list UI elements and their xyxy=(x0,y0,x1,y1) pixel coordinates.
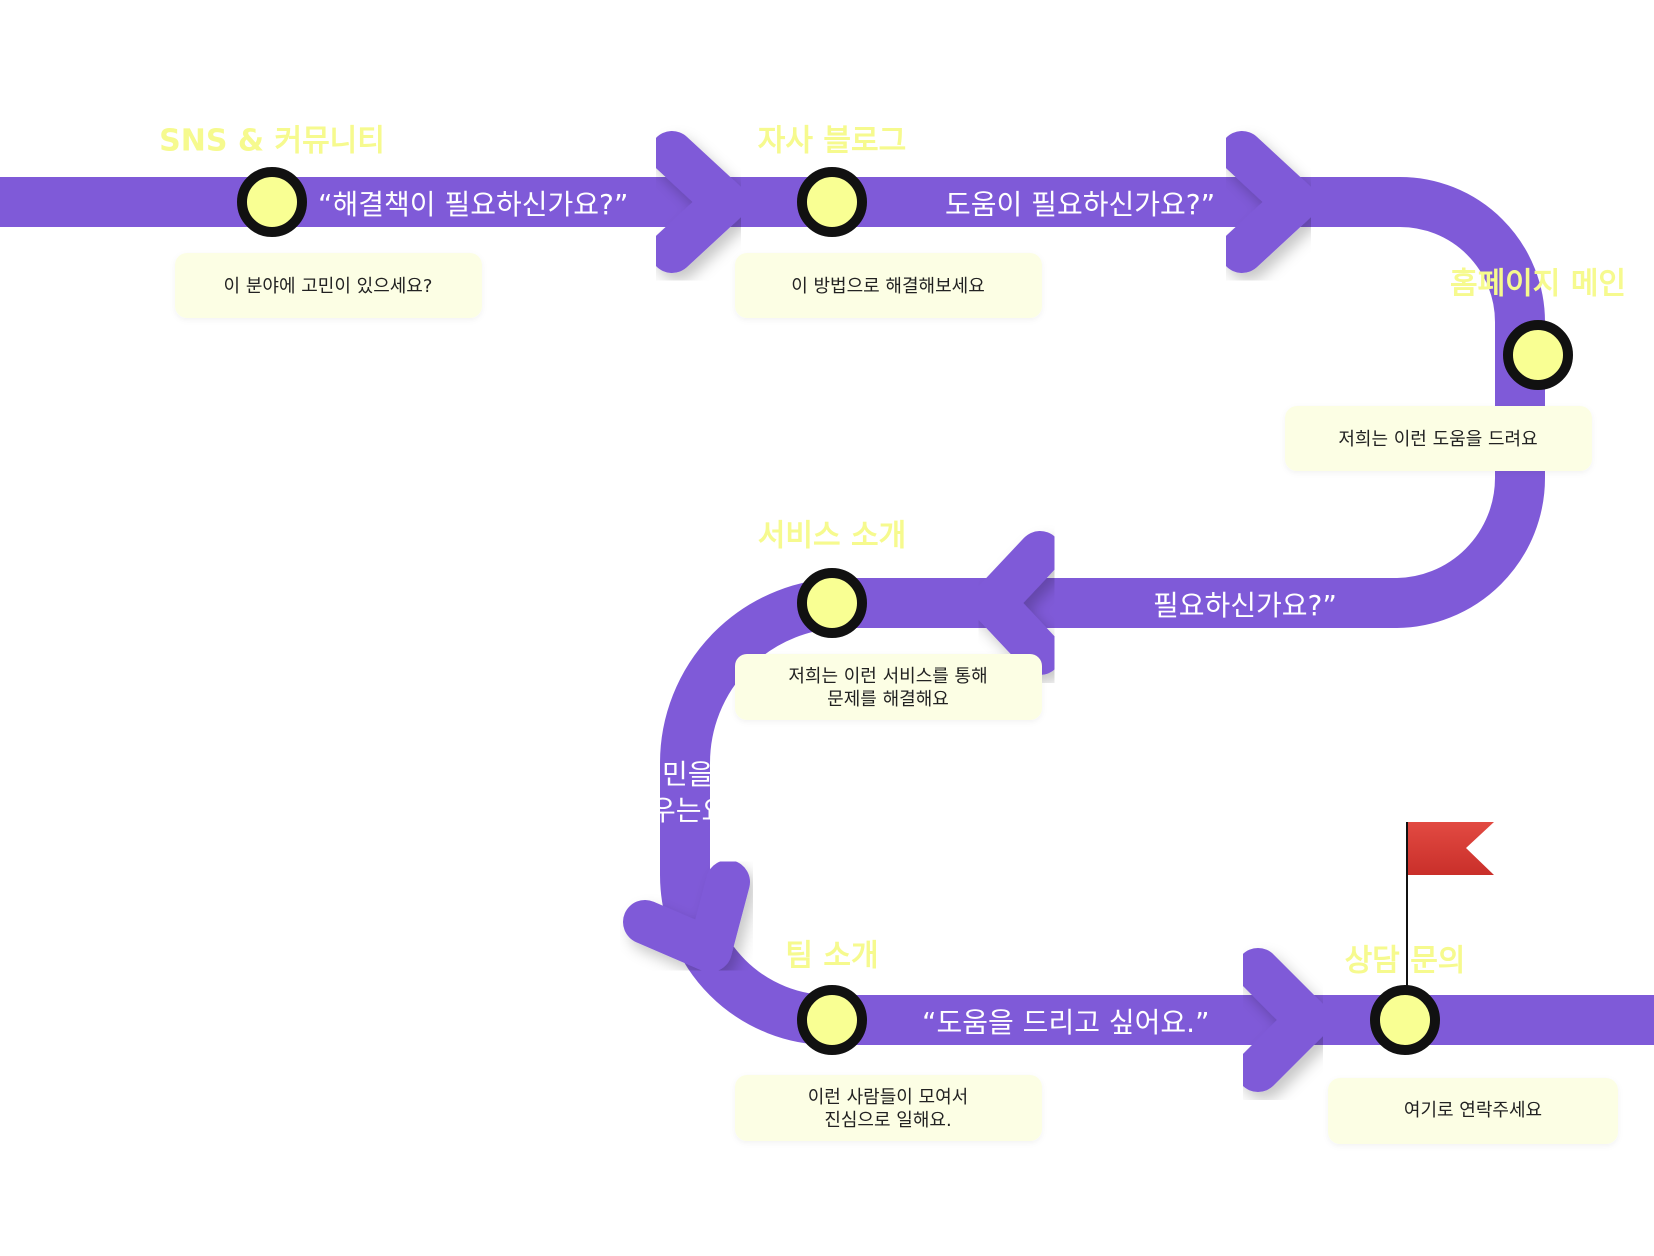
chevron-down-icon xyxy=(623,860,750,972)
caption-box xyxy=(1328,1078,1618,1144)
chevron-right-icon xyxy=(1220,131,1317,273)
chevron-right-icon xyxy=(650,131,747,273)
track-quote: 도움이 필요하신가요?” xyxy=(945,188,1215,221)
caption-line: 이런 사람들이 모여서 xyxy=(808,1087,968,1108)
caption-line: 여기로 연락주세요 xyxy=(1404,1100,1542,1121)
station-title: SNS & 커뮤니티 xyxy=(159,124,385,159)
caption-line: 진심으로 일해요. xyxy=(824,1110,951,1131)
track-quote: 필요하신가요?” xyxy=(1153,589,1337,622)
caption-box xyxy=(735,253,1042,318)
station-title: 상담 문의 xyxy=(1345,944,1466,979)
caption-line: 저희는 이런 서비스를 통해 xyxy=(788,666,987,687)
caption-line: 이 분야에 고민이 있으세요? xyxy=(224,276,433,297)
station-title: 자사 블로그 xyxy=(758,124,906,159)
station-title: 팀 소개 xyxy=(785,939,878,974)
caption-line: 문제를 해결해요 xyxy=(827,689,949,710)
caption-line: 저희는 이런 도움을 드려요 xyxy=(1338,429,1537,450)
track-quote: 우는요 xyxy=(650,794,727,827)
flag-icon xyxy=(1406,822,1494,990)
station-marker xyxy=(797,985,867,1055)
caption-box xyxy=(735,1075,1042,1141)
station-title: 서비스 소개 xyxy=(758,519,906,554)
station-team-intro: 팀 소개 이런 사람들이 모여서 진심으로 일해요. xyxy=(735,939,1042,1141)
station-service-intro: 서비스 소개 저희는 이런 서비스를 통해 문제를 해결해요 xyxy=(735,519,1042,720)
station-sns-community: SNS & 커뮤니티 이 분야에 고민이 있으세요? xyxy=(159,124,482,318)
track-quote: “해결책이 필요하신가요?” xyxy=(318,188,628,221)
station-homepage-main: 저희는 이런 도움을 드려요 홈페이지 메인 xyxy=(1285,267,1626,471)
station-marker xyxy=(1503,320,1573,390)
track-quote: “도움을 드리고 싶어요.” xyxy=(922,1006,1210,1039)
caption-box xyxy=(1285,406,1592,471)
chevron-left-icon xyxy=(971,531,1062,675)
caption-box xyxy=(175,253,482,318)
station-marker xyxy=(797,167,867,237)
track-quote: 민을 xyxy=(662,758,714,791)
station-marker xyxy=(797,568,867,638)
station-marker xyxy=(237,167,307,237)
chevron-right-icon xyxy=(1236,948,1330,1092)
station-title: 홈페이지 메인 xyxy=(1450,267,1626,302)
station-consultation: 상담 문의 여기로 연락주세요 xyxy=(1328,944,1618,1144)
station-marker xyxy=(1370,985,1440,1055)
caption-box xyxy=(735,654,1042,720)
caption-line: 이 방법으로 해결해보세요 xyxy=(791,276,985,297)
station-company-blog: 자사 블로그 이 방법으로 해결해보세요 xyxy=(735,124,1042,318)
